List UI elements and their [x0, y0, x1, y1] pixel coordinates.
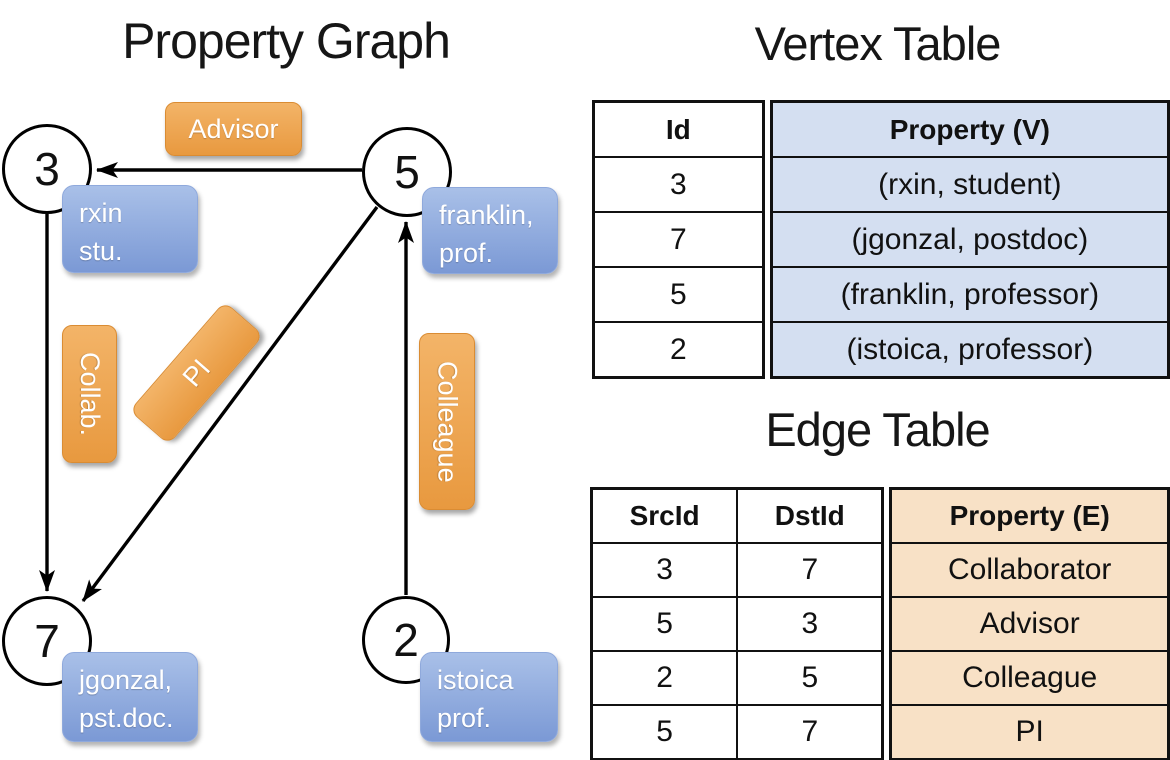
- vertex-table-title: Vertex Table: [754, 17, 1002, 70]
- vertex-property-header: Property (V): [770, 100, 1170, 158]
- vertex-id-cell: 3: [592, 156, 765, 213]
- edge-table-row: Advisor: [889, 596, 1170, 652]
- vertex-table-row: (franklin, professor): [770, 266, 1170, 323]
- edge-table-row: Colleague: [889, 650, 1170, 706]
- vertex-table-row: 3: [592, 156, 765, 213]
- vertex-property-cell: (istoica, professor): [770, 321, 1170, 379]
- vertex-property-cell: (rxin, student): [770, 156, 1170, 213]
- edge-table-title: Edge Table: [765, 403, 990, 456]
- edge-dstid-cell: 3: [736, 596, 884, 652]
- vertex-table-row: 2: [592, 321, 765, 379]
- edge-srcid-cell: 5: [590, 704, 739, 760]
- vertex-property-cell: (jgonzal, postdoc): [770, 211, 1170, 268]
- edge-table-row: Collaborator: [889, 542, 1170, 598]
- vertex-id-cell: 7: [592, 211, 765, 268]
- vertex-id-cell: 2: [592, 321, 765, 379]
- property-graph-title: Property Graph: [122, 13, 451, 69]
- vertex-table-row: (jgonzal, postdoc): [770, 211, 1170, 268]
- edge-dstid-header: DstId: [736, 487, 884, 544]
- vertex-table-row: (istoica, professor): [770, 321, 1170, 379]
- vertex-table-row: 5: [592, 266, 765, 323]
- edge-srcid-header: SrcId: [590, 487, 739, 544]
- graph-edges-layer: [39, 162, 414, 603]
- edge-table-row: PI: [889, 704, 1170, 760]
- edge-srcid-cell: 2: [590, 650, 739, 706]
- edge-property-cell: Collaborator: [889, 542, 1170, 598]
- pi-edge: [81, 205, 379, 603]
- edge-property-header: Property (E): [889, 487, 1170, 544]
- edge-dstid-cell: 7: [736, 704, 884, 760]
- edge-dstid-cell: 5: [736, 650, 884, 706]
- edge-property-cell: Advisor: [889, 596, 1170, 652]
- vertex-property-column: Property (V) (rxin, student)(jgonzal, po…: [769, 100, 1170, 379]
- edge-property-cell: PI: [889, 704, 1170, 760]
- edge-dstid-cell: 7: [736, 542, 884, 598]
- vertex-table-row: 7: [592, 211, 765, 268]
- vertex-table-row: (rxin, student): [770, 156, 1170, 213]
- vertex-id-header: Id: [592, 100, 765, 158]
- vertex-id-cell: 5: [592, 266, 765, 323]
- vertex-property-cell: (franklin, professor): [770, 266, 1170, 323]
- edge-srcid-cell: 5: [590, 596, 739, 652]
- edge-srcid-cell: 3: [590, 542, 739, 598]
- edge-property-cell: Colleague: [889, 650, 1170, 706]
